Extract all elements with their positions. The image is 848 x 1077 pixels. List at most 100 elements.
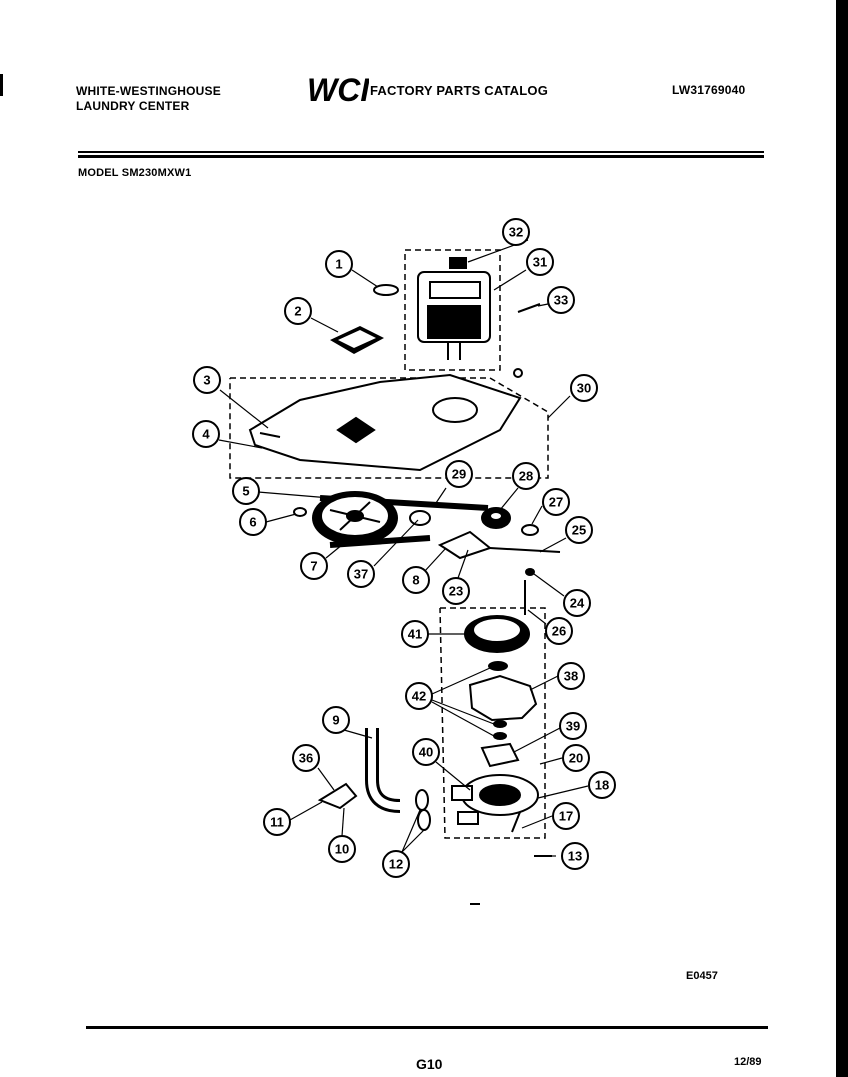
model-label: MODEL SM230MXW1 (78, 167, 192, 179)
callout-38-bubble: 38 (557, 662, 585, 690)
callout-27: 27 (542, 488, 570, 516)
svg-text:24: 24 (570, 596, 585, 611)
svg-text:3: 3 (203, 373, 210, 388)
svg-text:32: 32 (509, 225, 523, 240)
callout-13: 13 (561, 842, 589, 870)
idler-pulley (409, 510, 431, 526)
callout-9: 9 (322, 706, 350, 734)
callout-36: 36 (292, 744, 320, 772)
svg-text:8: 8 (412, 573, 419, 588)
svg-text:17: 17 (559, 809, 573, 824)
svg-text:30: 30 (577, 381, 591, 396)
page-number: G10 (416, 1056, 443, 1072)
svg-text:18: 18 (595, 778, 609, 793)
svg-text:5: 5 (242, 484, 249, 499)
callout-33: 33 (547, 286, 575, 314)
svg-text:37: 37 (354, 567, 368, 582)
callout-3: 3 (193, 366, 221, 394)
callout-18: 18 (588, 771, 616, 799)
pump-gasket (468, 674, 538, 722)
small-pulley (481, 507, 511, 529)
hose-bracket (317, 782, 358, 810)
callout-42: 42 (405, 682, 433, 710)
svg-text:42: 42 (412, 689, 426, 704)
catalog-title: FACTORY PARTS CATALOG (370, 83, 549, 98)
screw-part (517, 303, 541, 313)
callout-8: 8 (402, 566, 430, 594)
svg-text:25: 25 (572, 523, 586, 538)
pump-bolt (511, 811, 521, 833)
manufacturer-block: WHITE-WESTINGHOUSE LAUNDRY CENTER (76, 84, 221, 114)
svg-text:20: 20 (569, 751, 583, 766)
callout-11: 11 (263, 808, 291, 836)
base-plate (248, 373, 522, 472)
callout-10: 10 (328, 835, 356, 863)
idler-bracket (437, 530, 561, 560)
footer-rule (86, 1026, 768, 1029)
callout-23: 23 (442, 577, 470, 605)
clip-part (373, 284, 399, 296)
svg-text:39: 39 (566, 719, 580, 734)
svg-text:4: 4 (202, 427, 210, 442)
svg-text:12: 12 (389, 857, 403, 872)
svg-text:28: 28 (519, 469, 533, 484)
callout-38-label: 38 (564, 669, 578, 684)
callout-17: 17 (552, 802, 580, 830)
svg-text:6: 6 (249, 515, 256, 530)
callout-20: 20 (562, 744, 590, 772)
callout-24: 24 (563, 589, 591, 617)
page-right-border (836, 0, 848, 1077)
product-line: LAUNDRY CENTER (76, 99, 190, 113)
ground-screw (513, 368, 523, 378)
callout-37: 37 (347, 560, 375, 588)
pump-pulley (464, 615, 530, 653)
motor-group-box (404, 249, 501, 371)
svg-text:11: 11 (270, 815, 284, 830)
callout-25: 25 (565, 516, 593, 544)
svg-text:7: 7 (310, 559, 317, 574)
svg-text:27: 27 (549, 495, 563, 510)
callout-6: 6 (239, 508, 267, 536)
svg-text:26: 26 (552, 624, 566, 639)
svg-text:41: 41 (408, 627, 422, 642)
callout-26: 26 (545, 617, 573, 645)
svg-text:9: 9 (332, 713, 339, 728)
callout-31: 31 (526, 248, 554, 276)
callout-12: 12 (382, 850, 410, 878)
pump-seal (488, 661, 508, 671)
base-group-box (229, 377, 549, 479)
motor-illustration (417, 257, 491, 360)
header-rule-bottom (78, 155, 764, 158)
svg-text:31: 31 (533, 255, 547, 270)
callout-30: 30 (570, 374, 598, 402)
page-edge-mark (0, 74, 10, 96)
pump-group-box (439, 607, 546, 839)
header-rule-top (78, 151, 764, 153)
leader-lines (218, 239, 589, 857)
callout-41: 41 (401, 620, 429, 648)
large-pulley (312, 491, 398, 545)
svg-text:40: 40 (419, 745, 433, 760)
callout-2: 2 (284, 297, 312, 325)
pad-part (330, 326, 384, 354)
callout-4: 4 (192, 420, 220, 448)
spring-part (521, 524, 539, 536)
callout-5: 5 (232, 477, 260, 505)
washer-part (525, 568, 535, 576)
wci-logo: WCI (307, 72, 369, 106)
figure-code: E0457 (686, 970, 718, 982)
pump-impeller (480, 742, 520, 768)
callout-28: 28 (512, 462, 540, 490)
svg-text:36: 36 (299, 751, 313, 766)
svg-text:33: 33 (554, 293, 568, 308)
callout-32: 32 (502, 218, 530, 246)
callout-7: 7 (300, 552, 328, 580)
manufacturer-name: WHITE-WESTINGHOUSE (76, 84, 221, 98)
nut-part (293, 507, 307, 517)
callout-1: 1 (325, 250, 353, 278)
hose-clamp-b (417, 809, 431, 831)
svg-text:29: 29 (452, 467, 466, 482)
callout-29: 29 (445, 460, 473, 488)
callout-40: 40 (412, 738, 440, 766)
